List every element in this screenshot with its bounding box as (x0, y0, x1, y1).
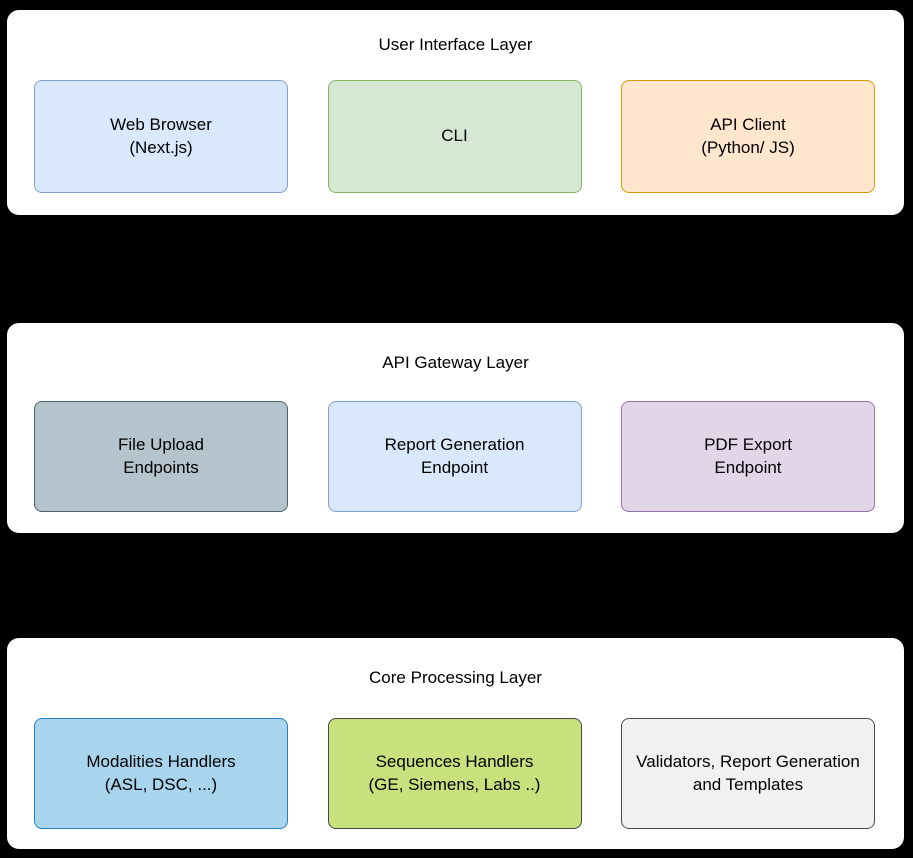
node-modalities-handlers: Modalities Handlers (ASL, DSC, ...) (34, 718, 288, 829)
layer-title-user-interface: User Interface Layer (378, 35, 533, 54)
node-api-client: API Client (Python/ JS) (621, 80, 875, 193)
node-pdf-export-endpoint: PDF Export Endpoint (621, 401, 875, 512)
node-report-generation-endpoint-label: Report Generation Endpoint (384, 435, 525, 477)
node-modalities-handlers-label: Modalities Handlers (ASL, DSC, ...) (86, 752, 236, 794)
node-file-upload-endpoints-label: File Upload Endpoints (118, 435, 204, 477)
box-row-api-gateway: File Upload Endpoints Report Generation … (34, 401, 875, 512)
layer-panel-user-interface: User Interface Layer Web Browser (Next.j… (5, 8, 906, 217)
node-sequences-handlers: Sequences Handlers (GE, Siemens, Labs ..… (327, 718, 582, 829)
layer-title-core-processing: Core Processing Layer (369, 668, 542, 687)
node-sequences-handlers-label: Sequences Handlers (GE, Siemens, Labs ..… (368, 752, 541, 794)
node-pdf-export-endpoint-label: PDF Export Endpoint (704, 435, 792, 477)
node-web-browser: Web Browser (Next.js) (34, 80, 288, 193)
box-row-user-interface: Web Browser (Next.js) CLI API Client (Py… (34, 80, 875, 193)
box-row-core-processing: Modalities Handlers (ASL, DSC, ...) Sequ… (34, 718, 875, 829)
node-file-upload-endpoints: File Upload Endpoints (34, 401, 288, 512)
node-validators-report-templates: Validators, Report Generation and Templa… (621, 718, 875, 829)
node-api-client-label: API Client (Python/ JS) (701, 115, 795, 157)
layer-title-api-gateway: API Gateway Layer (382, 353, 529, 372)
node-cli-label: CLI (441, 126, 468, 146)
node-cli: CLI (327, 80, 582, 193)
node-report-generation-endpoint: Report Generation Endpoint (327, 401, 582, 512)
node-validators-report-templates-label: Validators, Report Generation and Templa… (636, 752, 860, 794)
layer-panel-core-processing: Core Processing Layer Modalities Handler… (5, 636, 906, 851)
layer-panel-api-gateway: API Gateway Layer File Upload Endpoints … (5, 321, 906, 535)
node-web-browser-label: Web Browser (Next.js) (110, 115, 212, 157)
